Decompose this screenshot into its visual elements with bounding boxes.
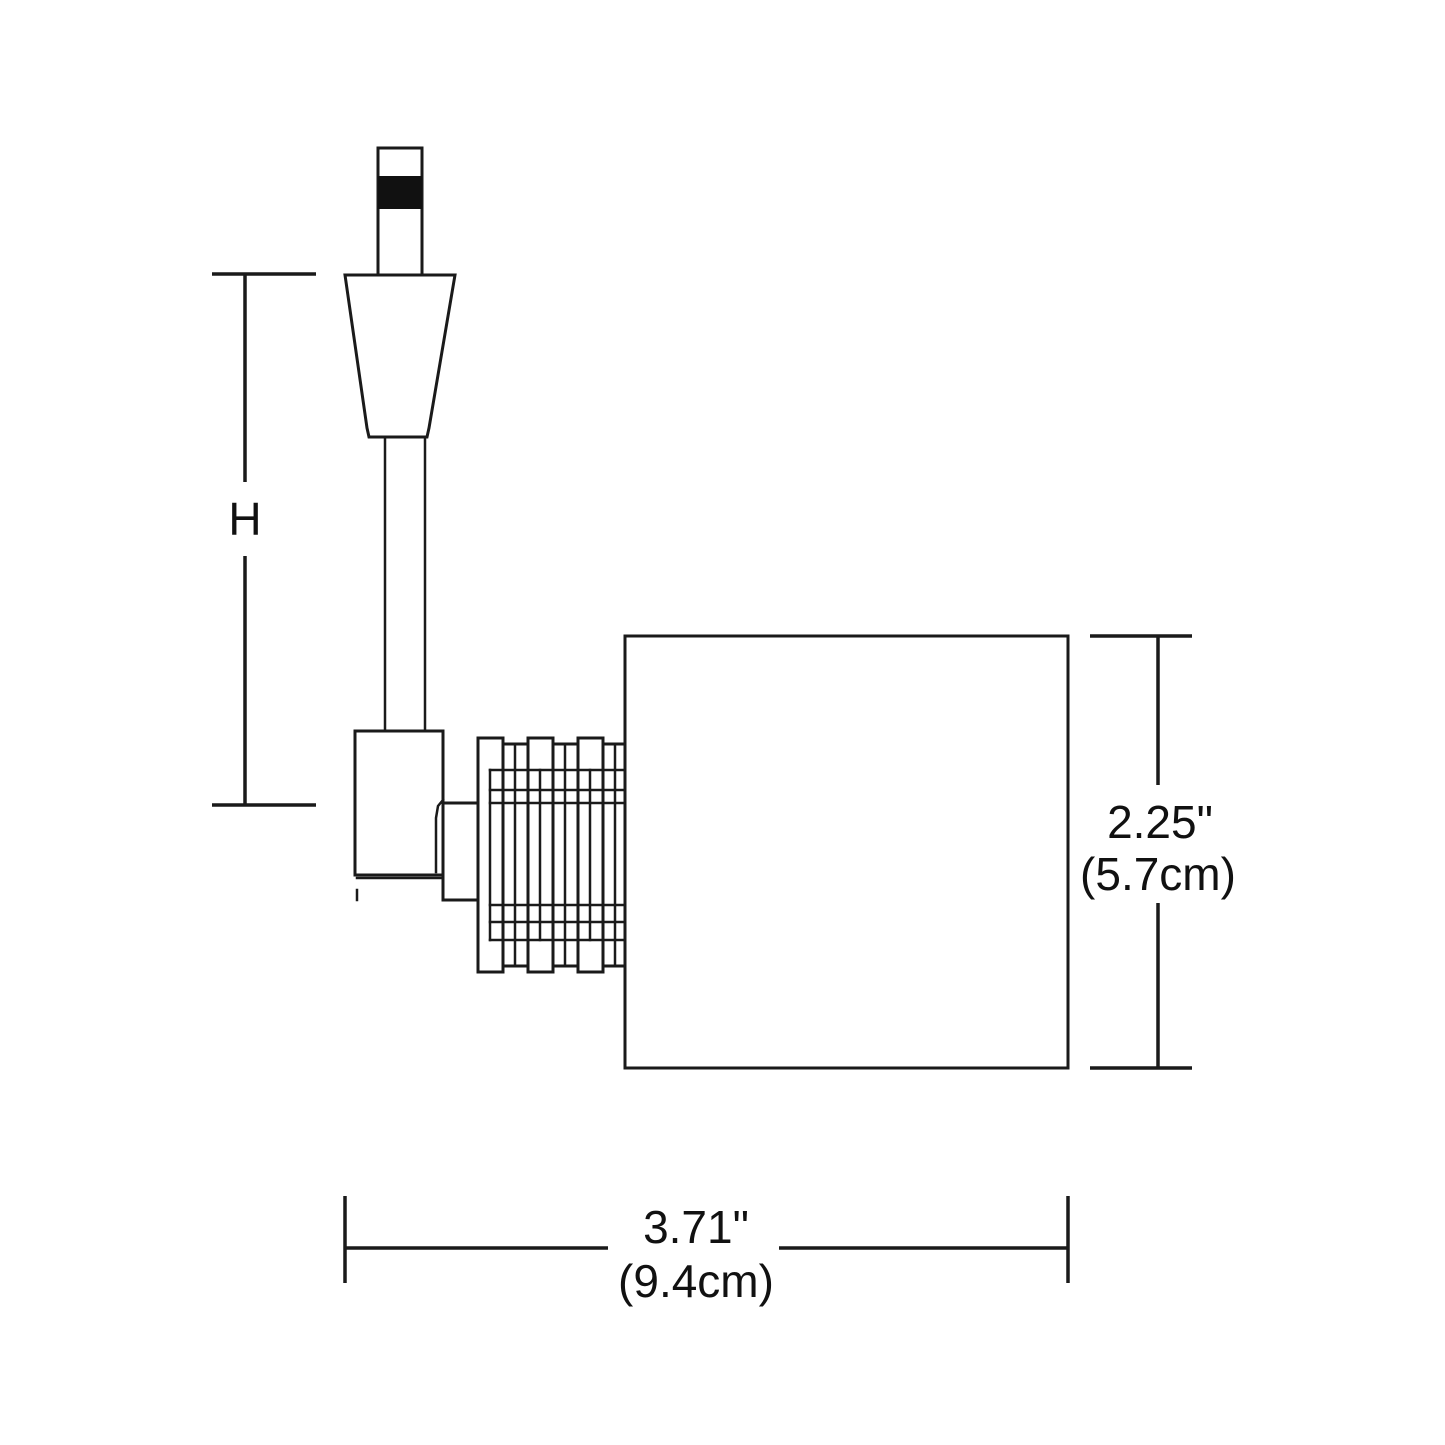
mounting-block-body bbox=[353, 729, 445, 877]
pivot-knuckle-body bbox=[441, 801, 480, 902]
track-adapter-stem-body bbox=[376, 146, 424, 278]
mounting-block bbox=[353, 729, 445, 902]
square-shade bbox=[623, 634, 1070, 1070]
drop-stem bbox=[383, 435, 427, 733]
shade-height-value-inches: 2.25" bbox=[1107, 796, 1213, 848]
shade-height-value-metric: (5.7cm) bbox=[1080, 848, 1236, 900]
pivot-knuckle-arc bbox=[434, 798, 445, 874]
overall-depth-value-inches: 3.71" bbox=[643, 1201, 749, 1253]
height-dimension: H bbox=[212, 272, 316, 807]
overall-depth-value-metric: (9.4cm) bbox=[618, 1255, 774, 1307]
tapered-canopy-body bbox=[343, 273, 457, 439]
shade-height-dimension: 2.25" (5.7cm) bbox=[1080, 634, 1236, 1070]
height-dimension-label: H bbox=[228, 493, 261, 545]
tapered-canopy bbox=[343, 273, 457, 439]
track-adapter-stem bbox=[376, 146, 424, 278]
track-adapter-band bbox=[378, 176, 422, 209]
square-shade-body bbox=[623, 634, 1070, 1070]
pivot-knuckle bbox=[441, 801, 480, 902]
heat-sink-fins bbox=[476, 736, 627, 974]
overall-depth-dimension: 3.71" (9.4cm) bbox=[343, 1196, 1070, 1307]
